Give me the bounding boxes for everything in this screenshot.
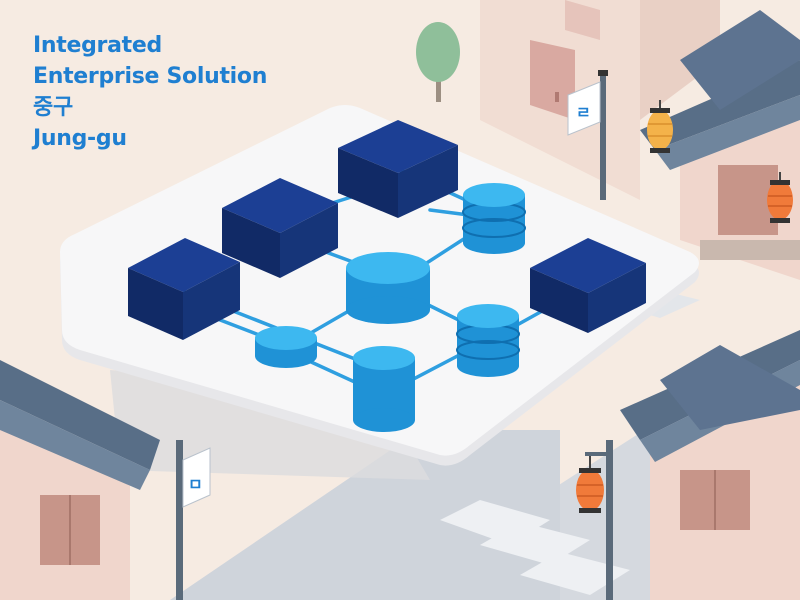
server-block-icon — [128, 238, 240, 340]
paper-lantern-icon — [647, 100, 673, 153]
server-block-icon — [338, 120, 458, 218]
sign-right-label: ㄹ — [576, 103, 591, 122]
database-cylinder-icon — [456, 304, 520, 377]
paper-lantern-icon — [767, 172, 793, 223]
title-line-4: Jung-gu — [33, 126, 127, 151]
server-block-icon — [222, 178, 338, 278]
signpost-right — [567, 70, 608, 200]
server-block-icon — [530, 238, 646, 333]
hanok-building-top-right — [640, 10, 800, 280]
title-block: Integrated Enterprise Solution 중구 Jung-g… — [33, 30, 267, 154]
database-cylinder-icon — [353, 346, 415, 432]
sign-left-label: ㅁ — [188, 475, 203, 494]
signpost-left — [176, 440, 211, 600]
hanok-building-bottom-right — [620, 330, 800, 600]
title-line-3: 중구 — [33, 95, 73, 120]
paper-lantern-icon — [576, 456, 604, 513]
tree-icon — [416, 22, 460, 102]
database-cylinder-icon — [462, 183, 526, 254]
database-cylinder-icon — [255, 326, 317, 368]
lamp-post — [585, 440, 613, 600]
hanok-building-bottom-left — [0, 360, 160, 600]
database-cylinder-icon — [346, 252, 430, 324]
title-line-1: Integrated — [33, 33, 162, 58]
title-line-2: Enterprise Solution — [33, 64, 268, 89]
